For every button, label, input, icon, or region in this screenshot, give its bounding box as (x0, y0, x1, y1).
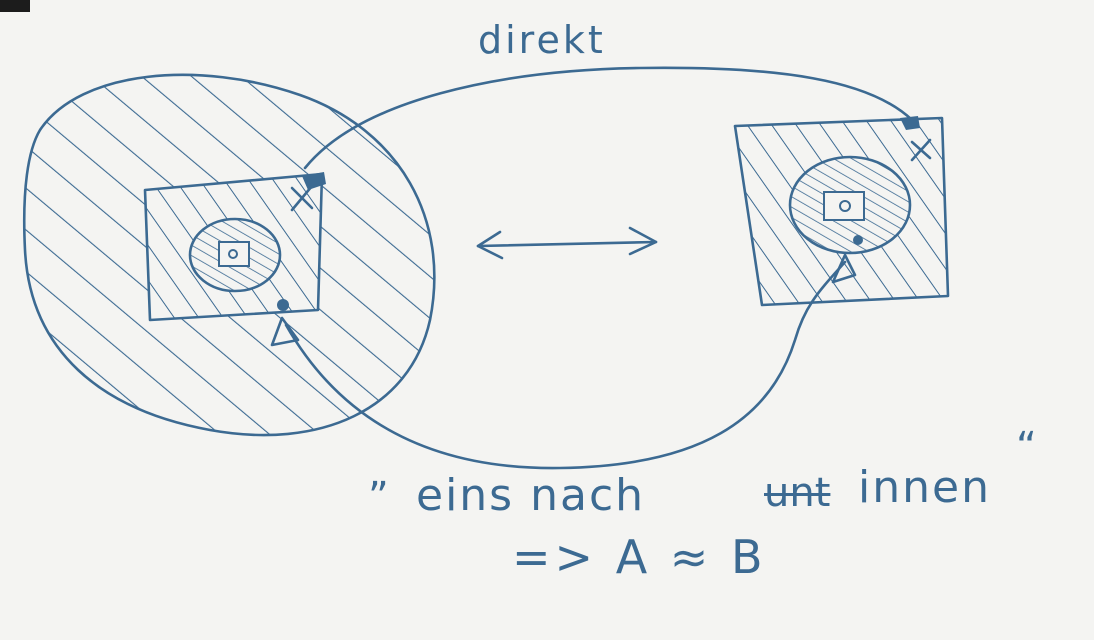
left-start-dot (277, 299, 289, 311)
left-square (143, 172, 324, 322)
right-inner-square-bg (824, 192, 864, 220)
left-inner-circle (188, 217, 282, 293)
scan-corner-mark (0, 0, 30, 12)
left-target-blob-icon (302, 172, 326, 190)
left-inner-square-bg (219, 242, 249, 266)
phrase-label: eins nach (416, 470, 646, 521)
right-target-blob-icon (900, 116, 920, 130)
innen-label: innen (858, 462, 991, 513)
left-inner-square (218, 241, 250, 267)
result-label: => A ≈ B (512, 530, 767, 584)
right-inner-dot (839, 200, 851, 212)
left-inner-dot (228, 249, 238, 259)
bottom-arc (284, 260, 847, 470)
right-x-marker-icon (910, 138, 932, 162)
bidirectional-arrow-icon (476, 226, 658, 260)
direct-arc (303, 66, 914, 170)
close-quote: “ (1016, 424, 1037, 470)
right-inner-circle (788, 155, 912, 255)
right-square (733, 116, 950, 307)
left-triangle-icon (270, 316, 300, 347)
struck-word: unt (764, 470, 831, 516)
direkt-label: direkt (478, 18, 606, 62)
right-inner-square (823, 191, 865, 221)
right-start-dot (853, 235, 863, 245)
left-outer-circle (22, 73, 436, 437)
open-quote: „ (368, 450, 389, 496)
left-group (22, 73, 436, 437)
left-x-marker-icon (290, 184, 314, 212)
right-group (733, 116, 950, 307)
